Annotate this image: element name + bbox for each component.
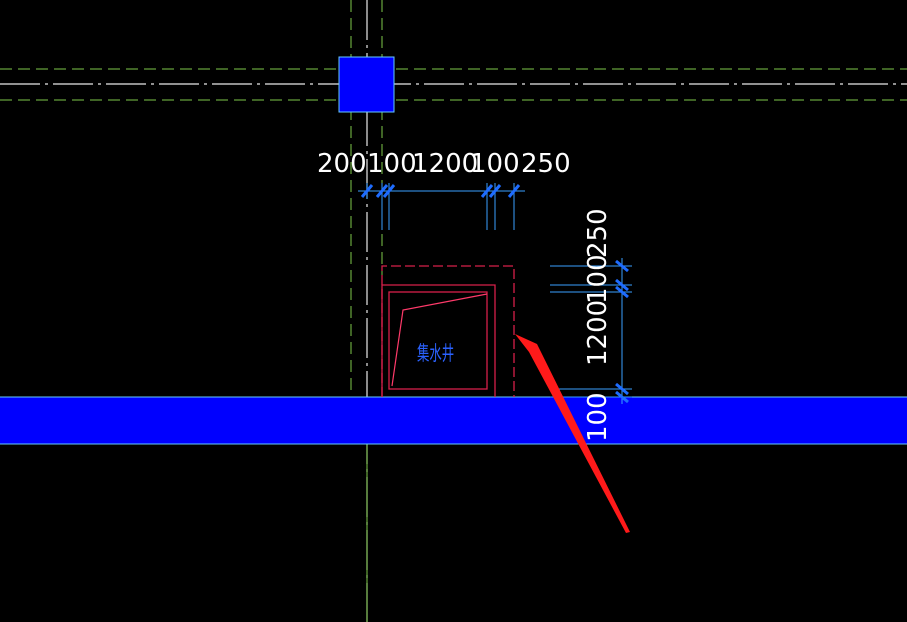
beam[interactable] bbox=[0, 396, 907, 445]
horizontal-dimension-chain bbox=[358, 183, 525, 230]
dim-v-100-top: 100 bbox=[583, 254, 613, 304]
sump-pit-wall-outer bbox=[381, 284, 496, 397]
dim-h-100-left: 100 bbox=[367, 149, 417, 179]
sump-pit-wall-inner bbox=[388, 291, 488, 390]
dim-h-250: 250 bbox=[521, 149, 571, 179]
vertical-dimension-labels: 250 100 1200 100 bbox=[583, 208, 613, 442]
sump-pit-floor-slope bbox=[391, 293, 488, 387]
dim-h-200: 200 bbox=[317, 149, 367, 179]
dim-h-1200: 1200 bbox=[412, 149, 478, 179]
horizontal-axis-lines bbox=[0, 68, 907, 101]
sump-pit[interactable]: 集水井 bbox=[381, 265, 515, 397]
dim-h-100-right: 100 bbox=[470, 149, 520, 179]
sump-pit-label: 集水井 bbox=[417, 342, 454, 365]
red-arrow-icon bbox=[515, 334, 630, 533]
column[interactable] bbox=[338, 56, 395, 113]
dim-v-1200: 1200 bbox=[583, 300, 613, 366]
horizontal-dimension-labels: 200 100 1200 100 250 bbox=[317, 149, 571, 179]
vertical-dimension-chain bbox=[550, 258, 632, 404]
dim-v-250: 250 bbox=[583, 208, 613, 258]
dim-v-100-bottom: 100 bbox=[583, 392, 613, 442]
